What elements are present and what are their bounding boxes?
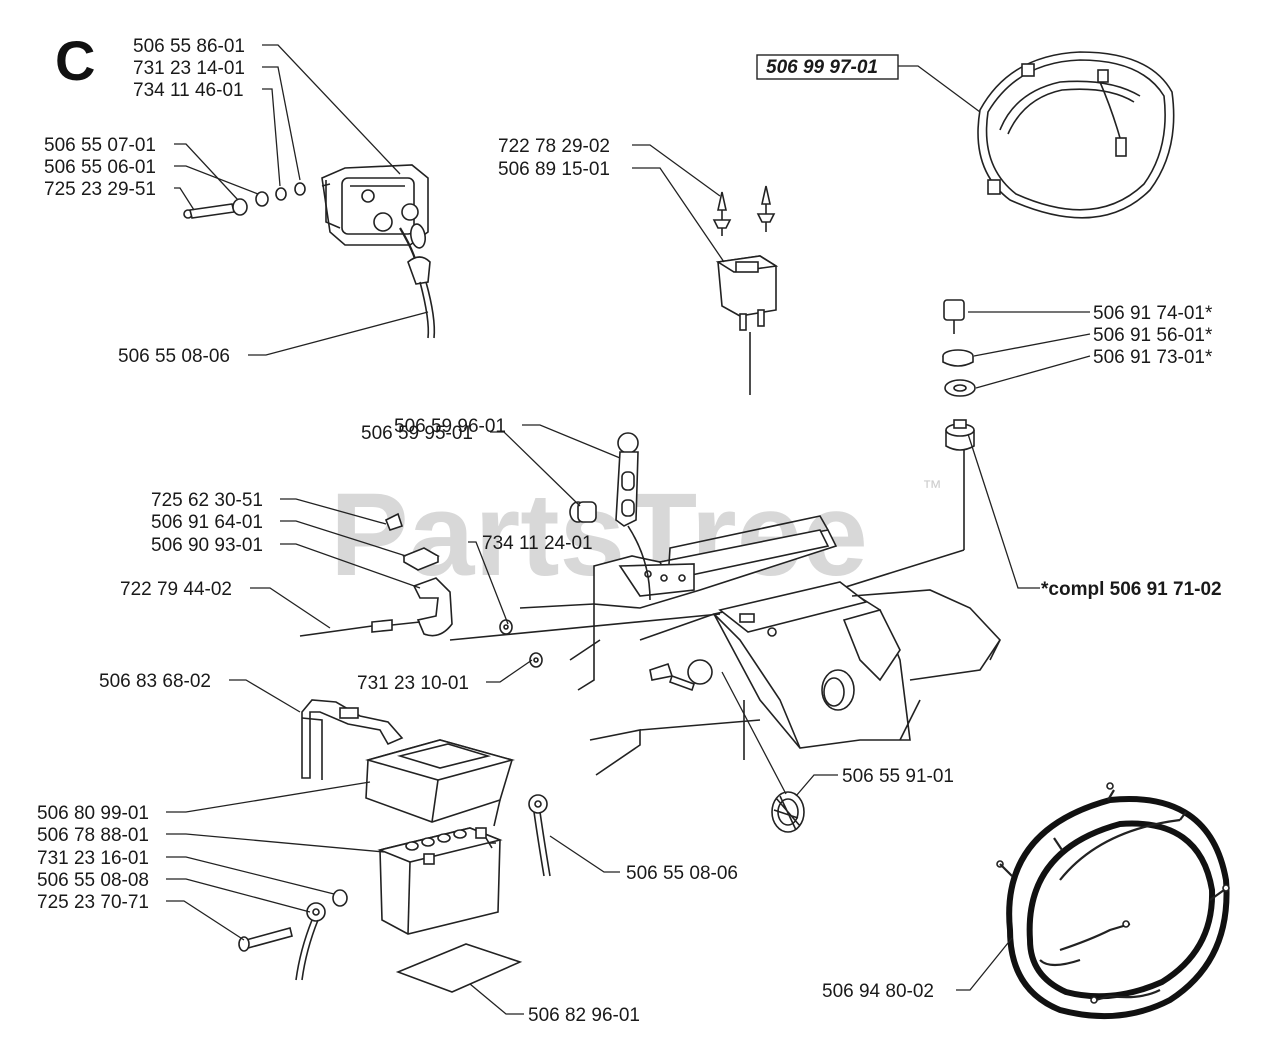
label-nut-batt: 731 23 16-01 [37,848,149,869]
label-grommet: 506 55 91-01 [842,766,954,787]
label-solenoid: 506 55 86-01 [133,36,245,57]
label-strap: 506 83 68-02 [99,671,211,692]
watermark-trademark: ™ [922,477,942,499]
clamp-and-pin [299,512,721,668]
label-ignition-kit: *compl 506 91 71-02 [1041,579,1222,600]
label-harness-top: 506 99 97-01 [766,57,878,78]
lever-and-knob [569,432,651,601]
label-nut-ign: 506 91 56-01* [1093,325,1213,346]
label-harness-top-box [756,54,899,80]
label-knob: 506 59 95-01 [361,423,473,444]
label-clip: 506 91 64-01 [151,512,263,533]
label-lever: 506 59 96-01 [394,416,506,437]
battery-strap [301,699,404,780]
label-nut-low: 731 23 10-01 [357,673,469,694]
label-cable-batt: 506 55 08-08 [37,870,149,891]
label-battery: 506 78 88-01 [37,825,149,846]
battery-cover [365,739,516,827]
frame-assembly [519,515,1001,776]
label-rivet: 722 78 29-02 [498,136,610,157]
harness-top [977,51,1175,219]
label-mat: 506 82 96-01 [528,1005,640,1026]
label-screw-small: 725 62 30-51 [151,490,263,511]
part-labels: 506 55 86-01 731 23 14-01 734 11 46-01 5… [37,36,1222,1026]
label-washer-a: 731 23 14-01 [133,58,245,79]
label-cable-top: 506 55 08-06 [118,346,230,367]
label-clamp: 506 90 93-01 [151,535,263,556]
label-battery-cover: 506 80 99-01 [37,803,149,824]
label-washer-ign: 506 91 73-01* [1093,347,1213,368]
label-pin: 722 79 44-02 [120,579,232,600]
label-bolt-a: 725 23 29-51 [44,179,156,200]
small-switch [712,185,779,395]
leader-lines [166,44,1091,1015]
battery-cables [238,794,551,981]
label-bolt-batt: 725 23 70-71 [37,892,149,913]
grommet [771,791,805,833]
battery [377,827,503,935]
label-key: 506 91 74-01* [1093,303,1213,324]
ignition-switch [771,299,976,611]
battery-mat [395,943,523,993]
label-harness-main: 506 94 80-02 [822,981,934,1002]
solenoid-cable [399,223,436,339]
harness-main [996,782,1230,1020]
solenoid-assembly [183,164,429,246]
label-washer-b: 734 11 46-01 [133,80,244,101]
label-cable-pos: 506 55 08-06 [626,863,738,884]
label-nut-mid: 734 11 24-01 [482,533,593,554]
label-spacer-a: 506 55 07-01 [44,135,156,156]
label-switch-small: 506 89 15-01 [498,159,610,180]
label-spacer-b: 506 55 06-01 [44,157,156,178]
section-letter: C [55,29,95,92]
